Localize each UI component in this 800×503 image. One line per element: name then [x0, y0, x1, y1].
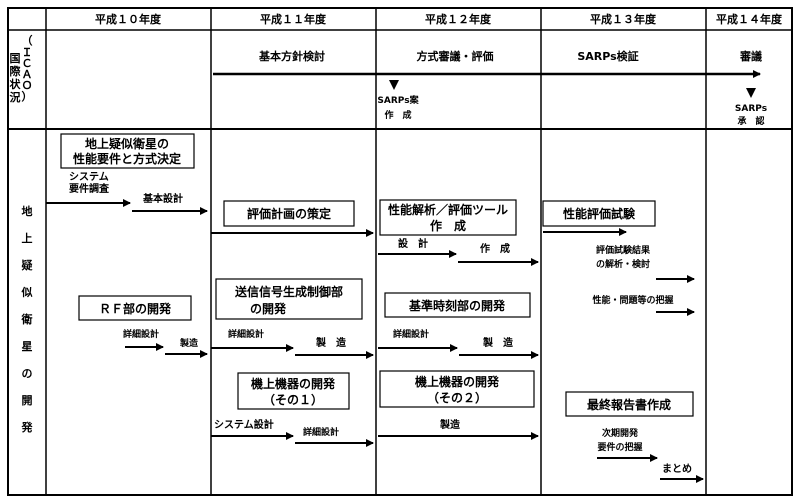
sarps-approve-triangle	[746, 88, 756, 98]
sarps-approve-label: SARPs	[735, 104, 767, 114]
box-tool-line2: 作 成	[430, 218, 466, 233]
box-perf-req-line2: 性能要件と方式決定	[72, 151, 181, 166]
sarps-draft-label: SARPs案	[377, 94, 419, 106]
box-perf-req	[60, 133, 195, 169]
box-perf-test	[542, 200, 656, 227]
year-header-h12: 平成１２年度	[425, 12, 492, 26]
manuf-d-label: 製造	[439, 418, 461, 431]
make-label: 作 成	[480, 242, 510, 255]
box-onboard-2-line2: （その２）	[427, 390, 487, 405]
svg-text:）: ）	[22, 90, 33, 103]
box-eval-plan	[223, 200, 355, 227]
box-tool-line1: 性能解析／評価ツール	[387, 202, 508, 217]
box-final-report	[565, 391, 694, 417]
icao-basic-policy-label: 基本方針検討	[258, 49, 325, 63]
box-ref-time	[384, 292, 531, 318]
detail-design-a-label: 詳細設計	[123, 328, 159, 340]
sarps-approve-label-2: 承 認	[737, 115, 764, 127]
box-onboard-1	[237, 372, 350, 410]
icao-sarps-verify-label: SARPs検証	[577, 49, 638, 63]
box-onboard-2	[379, 370, 535, 408]
box-ref-time-label: 基準時刻部の開発	[408, 298, 506, 313]
svg-text:発: 発	[21, 420, 34, 434]
svg-text:Ｃ: Ｃ	[22, 57, 33, 70]
svg-text:Ｉ: Ｉ	[22, 46, 33, 59]
manuf-b-label: 製 造	[315, 336, 347, 349]
box-perf-test-label: 性能評価試験	[562, 206, 636, 221]
svg-text:（: （	[22, 34, 33, 47]
year-header-h11: 平成１１年度	[260, 12, 327, 26]
row-label-icao: （ Ｉ Ｃ Ａ Ｏ ） 国 際 状 況	[10, 34, 33, 104]
svg-text:星: 星	[22, 340, 33, 353]
detail-design-d-label: 詳細設計	[303, 426, 339, 438]
icao-deliberation-label: 審議	[739, 49, 762, 63]
next-dev-label-2: 要件の把握	[597, 441, 642, 453]
svg-text:似: 似	[21, 286, 33, 299]
year-header-h10: 平成１０年度	[95, 12, 162, 26]
box-eval-plan-label: 評価計画の策定	[247, 206, 331, 221]
sarps-draft-label-2: 作 成	[384, 109, 411, 121]
sys-design-label: システム設計	[214, 418, 274, 431]
svg-text:状: 状	[10, 77, 22, 91]
summary-label: まとめ	[662, 463, 692, 475]
svg-text:際: 際	[10, 64, 22, 78]
row-label-development: 地 上 疑 似 衛 星 の 開 発	[21, 204, 34, 434]
box-tool	[379, 199, 517, 236]
detail-design-b-label: 詳細設計	[228, 328, 264, 340]
sarps-draft-triangle	[389, 80, 399, 90]
svg-text:Ｏ: Ｏ	[22, 79, 33, 92]
svg-text:衛: 衛	[21, 312, 33, 326]
box-rf-dev	[78, 295, 192, 321]
box-tx-ctrl-line1: 送信信号生成制御部	[234, 284, 343, 299]
box-onboard-1-line1: 機上機器の開発	[251, 376, 336, 391]
test-analysis-label: 評価試験結果	[596, 244, 651, 256]
box-onboard-2-line1: 機上機器の開発	[415, 374, 500, 389]
manuf-a-label: 製造	[179, 337, 199, 349]
table-grid	[7, 7, 793, 496]
icao-method-review-label: 方式審議・評価	[417, 49, 494, 63]
box-perf-req-line1: 地上疑似衛星の	[85, 136, 169, 151]
svg-text:開: 開	[22, 394, 33, 407]
box-tx-ctrl	[215, 278, 363, 320]
box-tx-ctrl-line2: の開発	[250, 301, 287, 316]
next-dev-label: 次期開発	[602, 427, 639, 439]
svg-text:の: の	[22, 367, 33, 380]
svg-text:上: 上	[22, 231, 33, 245]
design-label: 設 計	[398, 237, 428, 250]
svg-text:疑: 疑	[22, 258, 33, 272]
svg-text:国: 国	[10, 52, 21, 65]
box-onboard-1-line2: （その１）	[263, 392, 323, 407]
sys-survey-label: システム	[69, 171, 109, 183]
test-analysis-label-2: の解析・検討	[596, 258, 650, 270]
year-header-h14: 平成１４年度	[716, 12, 783, 26]
basic-design-label: 基本設計	[142, 192, 183, 205]
issues-label: 性能・問題等の把握	[592, 294, 673, 306]
sys-survey-label-2: 要件調査	[69, 182, 110, 195]
year-header-h13: 平成１３年度	[590, 12, 657, 26]
box-final-report-label: 最終報告書作成	[587, 397, 671, 412]
svg-text:Ａ: Ａ	[22, 68, 33, 81]
svg-text:地: 地	[22, 204, 33, 218]
manuf-c-label: 製 造	[482, 336, 514, 349]
box-rf-dev-label: ＲＦ部の開発	[99, 301, 172, 316]
detail-design-c-label: 詳細設計	[393, 328, 429, 340]
svg-text:況: 況	[10, 90, 21, 104]
